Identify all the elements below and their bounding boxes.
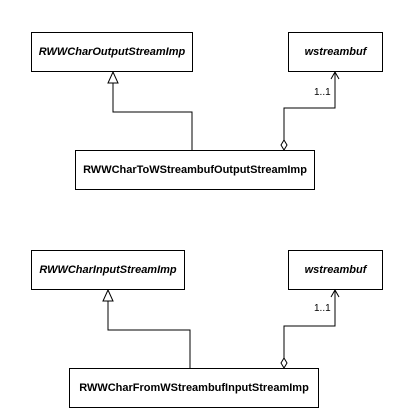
aggregation-diamond-icon — [280, 139, 288, 151]
aggregation-edge-2 — [283, 291, 336, 368]
generalization-arrow-icon — [107, 70, 119, 84]
class-box-wstreambuf: wstreambuf — [288, 32, 383, 72]
inheritance-edge-1 — [112, 82, 193, 150]
multiplicity-label: 1..1 — [314, 87, 331, 98]
class-box-from-wstreambuf-input-stream-imp: RWWCharFromWStreambufInputStreamImp — [69, 368, 319, 408]
navigation-arrow-icon — [330, 70, 340, 80]
class-name: RWWCharInputStreamImp — [39, 264, 177, 276]
class-name: RWWCharToWStreambufOutputStreamImp — [83, 164, 307, 176]
class-box-output-stream-imp: RWWCharOutputStreamImp — [31, 32, 193, 72]
class-box-wstreambuf: wstreambuf — [288, 250, 383, 290]
inheritance-edge-2 — [107, 299, 191, 368]
class-box-to-wstreambuf-output-stream-imp: RWWCharToWStreambufOutputStreamImp — [75, 150, 315, 190]
multiplicity-label: 1..1 — [314, 303, 331, 314]
class-name: RWWCharOutputStreamImp — [38, 46, 186, 58]
aggregation-diamond-icon — [280, 357, 288, 369]
class-name: RWWCharFromWStreambufInputStreamImp — [79, 382, 309, 394]
navigation-arrow-icon — [330, 288, 340, 298]
class-box-input-stream-imp: RWWCharInputStreamImp — [31, 250, 185, 290]
aggregation-edge-1 — [283, 73, 336, 150]
generalization-arrow-icon — [102, 288, 114, 302]
class-name: wstreambuf — [304, 264, 367, 276]
class-name: wstreambuf — [304, 46, 367, 58]
